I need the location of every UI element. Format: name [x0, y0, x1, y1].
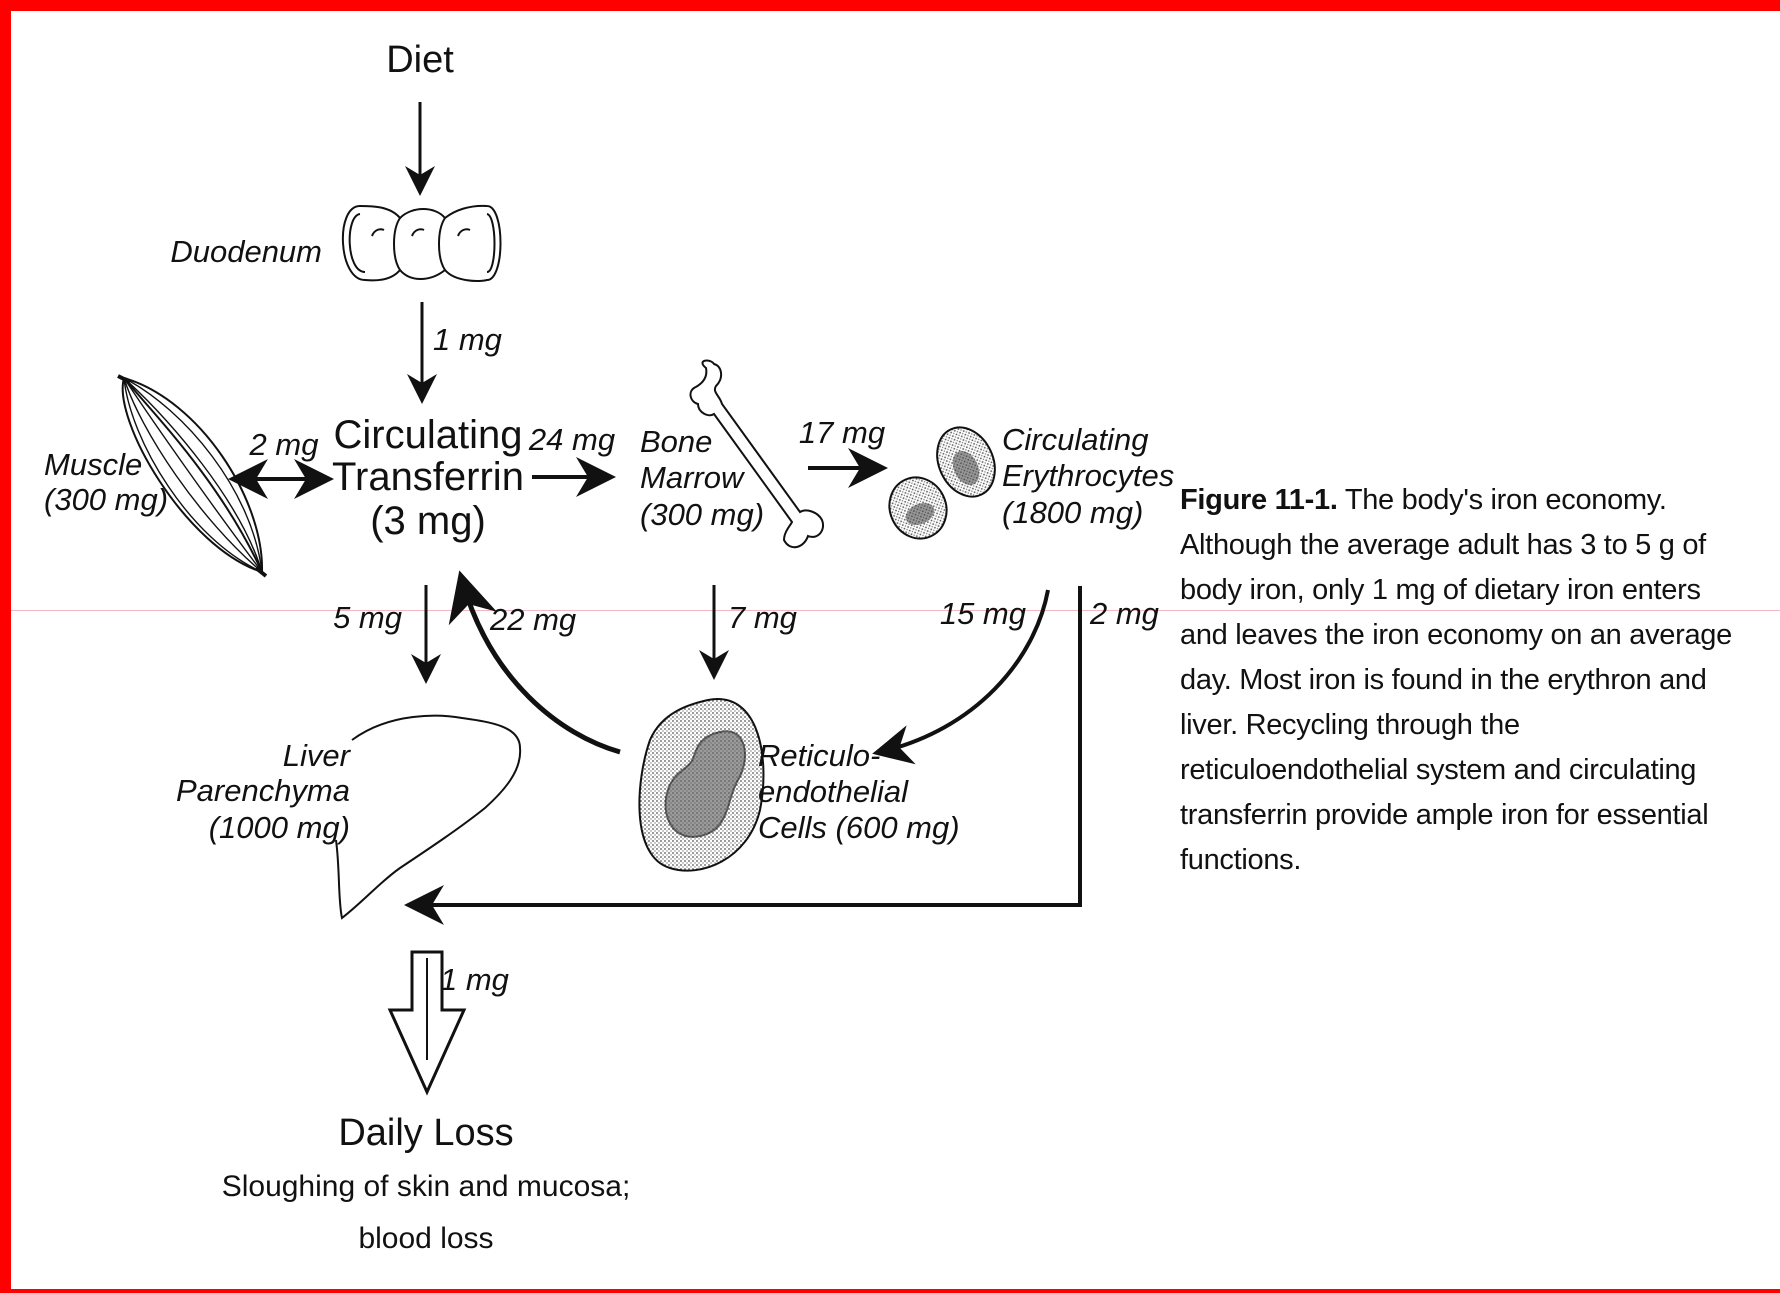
- svg-text:Reticulo-: Reticulo-: [758, 738, 880, 773]
- svg-text:Cells (600 mg): Cells (600 mg): [758, 810, 960, 845]
- transferrin-to-marrow-value: 24 mg: [528, 422, 615, 457]
- daily-loss-line1: Sloughing of skin and mucosa;: [222, 1170, 631, 1203]
- erythrocytes-to-reticulo-value: 15 mg: [940, 596, 1026, 631]
- muscle-transferrin-value: 2 mg: [249, 427, 319, 462]
- figure-caption: Figure 11-1. The body's iron economy. Al…: [1180, 478, 1750, 883]
- svg-text:Bone: Bone: [640, 424, 712, 459]
- daily-loss-title: Daily Loss: [338, 1112, 513, 1154]
- svg-text:Circulating: Circulating: [334, 413, 523, 457]
- reticulo-to-transferrin-value: 22 mg: [489, 602, 576, 637]
- liver-icon: [336, 716, 520, 918]
- marrow-to-erythrocytes-value: 17 mg: [799, 415, 885, 450]
- transferrin-to-liver-value: 5 mg: [333, 600, 402, 635]
- svg-text:Liver: Liver: [283, 738, 352, 773]
- transferrin-node: Circulating Transferrin (3 mg): [332, 413, 524, 543]
- svg-text:(300 mg): (300 mg): [44, 482, 168, 517]
- daily-loss-value: 1 mg: [440, 962, 509, 997]
- figure-caption-label: Figure 11-1.: [1180, 484, 1338, 516]
- duodenum-label: Duodenum: [170, 234, 322, 269]
- svg-text:(1000 mg): (1000 mg): [209, 810, 350, 845]
- svg-text:(3 mg): (3 mg): [370, 499, 486, 543]
- svg-text:Parenchyma: Parenchyma: [176, 773, 350, 808]
- duodenum-icon: [343, 206, 501, 281]
- svg-text:(300 mg): (300 mg): [640, 497, 764, 532]
- figure-caption-text: The body's iron economy. Although the av…: [1180, 484, 1732, 876]
- diet-label: Diet: [386, 39, 454, 81]
- duodenum-to-transferrin-value: 1 mg: [433, 322, 502, 357]
- marrow-to-reticulo-value: 7 mg: [728, 600, 797, 635]
- svg-text:endothelial: endothelial: [758, 774, 909, 809]
- bone-marrow-label: Bone Marrow (300 mg): [640, 424, 764, 532]
- reticulo-label: Reticulo- endothelial Cells (600 mg): [758, 738, 960, 845]
- svg-text:Marrow: Marrow: [640, 460, 746, 495]
- svg-text:Circulating: Circulating: [1002, 422, 1148, 457]
- muscle-label: Muscle (300 mg): [44, 447, 168, 517]
- svg-text:Erythrocytes: Erythrocytes: [1002, 458, 1174, 493]
- liver-label: Liver Parenchyma (1000 mg): [176, 738, 352, 845]
- erythrocytes-label: Circulating Erythrocytes (1800 mg): [1002, 422, 1174, 530]
- daily-loss-line2: blood loss: [358, 1222, 493, 1255]
- erythrocytes-to-liver-value: 2 mg: [1089, 596, 1159, 631]
- svg-text:Transferrin: Transferrin: [332, 455, 524, 499]
- svg-text:Muscle: Muscle: [44, 447, 142, 482]
- erythrocytes-icon: [880, 418, 1006, 548]
- svg-text:(1800 mg): (1800 mg): [1002, 495, 1143, 530]
- reticulo-cell-icon: [639, 699, 763, 871]
